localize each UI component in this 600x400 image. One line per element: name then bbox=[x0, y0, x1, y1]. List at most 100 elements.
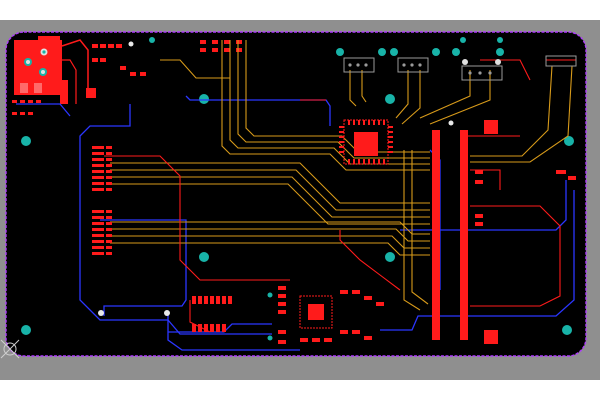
smd-pad bbox=[28, 100, 33, 103]
trace bbox=[221, 40, 430, 171]
trace bbox=[104, 155, 290, 281]
smd-pad bbox=[116, 44, 122, 48]
via bbox=[267, 292, 273, 298]
component bbox=[484, 120, 498, 134]
trace bbox=[470, 65, 553, 157]
pad bbox=[92, 216, 104, 219]
pad bbox=[106, 228, 112, 231]
mcu-bottom[interactable] bbox=[267, 286, 385, 344]
pad bbox=[106, 240, 112, 243]
header bbox=[343, 57, 375, 73]
trace bbox=[61, 39, 89, 96]
pad bbox=[106, 158, 112, 161]
test-point bbox=[128, 41, 134, 47]
top-layer-traces[interactable] bbox=[104, 59, 576, 333]
mounting-hole bbox=[564, 136, 574, 146]
pad bbox=[92, 222, 104, 225]
trace bbox=[100, 219, 187, 316]
pad bbox=[106, 216, 112, 219]
smd-pad bbox=[556, 170, 566, 174]
mounting-hole bbox=[378, 48, 386, 56]
trace bbox=[16, 103, 71, 117]
smd-pad bbox=[36, 100, 41, 103]
mounting-hole bbox=[199, 94, 209, 104]
header bbox=[461, 65, 503, 81]
trace bbox=[167, 312, 300, 351]
smd-pad bbox=[200, 48, 206, 52]
trace bbox=[110, 221, 430, 235]
smd-pad bbox=[100, 44, 106, 48]
ic-thermal-pad bbox=[354, 132, 378, 156]
via bbox=[495, 59, 501, 65]
trace bbox=[400, 180, 567, 231]
smd-pad bbox=[224, 48, 230, 52]
mounting-hole bbox=[497, 37, 503, 43]
header bbox=[545, 55, 577, 67]
smd-pad bbox=[224, 40, 230, 44]
trace bbox=[237, 40, 430, 159]
via bbox=[41, 70, 45, 74]
header bbox=[397, 57, 429, 73]
trace bbox=[110, 176, 430, 218]
smd-pad bbox=[475, 214, 483, 218]
pad bbox=[92, 158, 104, 161]
mounting-hole bbox=[21, 325, 31, 335]
pad bbox=[92, 176, 104, 179]
pad bbox=[92, 188, 104, 191]
trace bbox=[403, 150, 421, 311]
mounting-hole bbox=[199, 252, 209, 262]
via bbox=[267, 335, 273, 341]
smd-pad bbox=[12, 100, 17, 103]
ic-body bbox=[299, 295, 333, 329]
top-left-power-area[interactable] bbox=[14, 36, 89, 104]
left-connector-pads bbox=[92, 146, 112, 255]
pad bbox=[92, 182, 104, 185]
left-component-cluster bbox=[12, 40, 242, 115]
smd-pad bbox=[108, 44, 114, 48]
board-body[interactable] bbox=[5, 31, 587, 357]
mounting-hole bbox=[336, 48, 344, 56]
smd-pad bbox=[475, 180, 483, 184]
pad bbox=[106, 176, 112, 179]
pad bbox=[34, 83, 42, 93]
mounting-hole bbox=[496, 48, 504, 56]
smd-pad bbox=[200, 40, 206, 44]
mounting-holes bbox=[21, 37, 574, 335]
via bbox=[26, 60, 30, 64]
trace bbox=[110, 183, 430, 225]
trace bbox=[110, 235, 430, 249]
pad bbox=[106, 170, 112, 173]
smd-pad bbox=[568, 176, 576, 180]
trace bbox=[339, 230, 401, 291]
mounting-hole bbox=[390, 48, 398, 56]
pad bbox=[20, 83, 28, 93]
trace bbox=[79, 104, 272, 335]
pad bbox=[106, 188, 112, 191]
pad bbox=[92, 210, 104, 213]
smd-pad bbox=[130, 72, 136, 76]
via bbox=[42, 50, 46, 54]
pad bbox=[92, 234, 104, 237]
component bbox=[484, 330, 498, 344]
pad bbox=[92, 170, 104, 173]
connector-strip bbox=[432, 130, 440, 340]
trace bbox=[110, 228, 430, 242]
trace bbox=[189, 300, 211, 333]
inner-signal-bus[interactable] bbox=[110, 40, 573, 311]
pad bbox=[106, 146, 112, 149]
smd-pad bbox=[60, 80, 68, 104]
test-point bbox=[98, 310, 104, 316]
smd-pad bbox=[140, 72, 146, 76]
pad bbox=[106, 182, 112, 185]
trace bbox=[419, 70, 471, 119]
mcu-top[interactable] bbox=[339, 119, 393, 165]
smd-pad bbox=[86, 88, 96, 98]
mounting-hole bbox=[149, 37, 155, 43]
pad bbox=[106, 222, 112, 225]
pad bbox=[106, 164, 112, 167]
pad bbox=[92, 152, 104, 155]
right-connector-column bbox=[432, 120, 576, 344]
mounting-hole bbox=[385, 252, 395, 262]
